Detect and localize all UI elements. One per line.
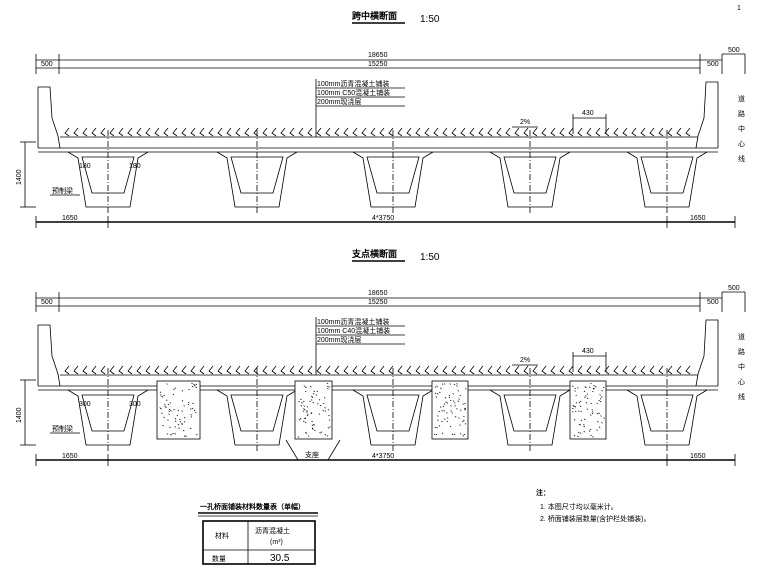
dim-total: 18650 bbox=[368, 290, 388, 297]
dim-right-railing: 500 bbox=[707, 61, 719, 68]
table-row-value: 30.5 bbox=[270, 553, 290, 564]
gap-dim: 430 bbox=[582, 110, 594, 117]
section-scale: 1:50 bbox=[420, 252, 440, 263]
left-railing bbox=[37, 86, 61, 149]
layer-label-2: 100mm C50混凝土铺装 bbox=[317, 88, 390, 97]
left-railing bbox=[37, 324, 61, 387]
notes-heading: 注： bbox=[536, 488, 550, 497]
right-railing bbox=[695, 81, 719, 149]
table-header-material: 材料 bbox=[215, 531, 229, 540]
bearing-label: 支座 bbox=[305, 450, 319, 459]
dim-left-overhang: 1650 bbox=[62, 453, 78, 460]
diaphragm-infill bbox=[569, 380, 607, 440]
dim-girders: 4*3750 bbox=[372, 215, 394, 222]
girder-void bbox=[366, 156, 420, 194]
girder-void bbox=[230, 394, 284, 432]
diaphragm-infill bbox=[431, 380, 469, 440]
pavement-hatch bbox=[64, 127, 691, 137]
girder-void bbox=[640, 394, 694, 432]
girder-void bbox=[503, 394, 557, 432]
right-railing bbox=[695, 319, 719, 387]
dim-girders: 4*3750 bbox=[372, 453, 394, 460]
pavement-hatch bbox=[64, 365, 691, 375]
table-title: 一孔桥面铺装材料数量表（单幅） bbox=[200, 502, 305, 511]
section-title: 支点横断面 bbox=[351, 248, 397, 259]
table-header-asphalt: 沥青混凝土 bbox=[255, 526, 290, 535]
dim-deck: 15250 bbox=[368, 299, 388, 306]
web-dim-right: 300 bbox=[129, 401, 141, 408]
side-label: 道路中心线 bbox=[738, 94, 746, 170]
dim-right-outer: 500 bbox=[728, 47, 740, 54]
section-title: 跨中横断面 bbox=[352, 10, 397, 21]
midspan-cross-section: 跨中横断面 1:50 18650 15250 500 500 500 100mm沥青混凝土铺装… bbox=[16, 10, 746, 228]
layer-label-2: 100mm C40混凝土铺装 bbox=[317, 326, 390, 335]
dim-total: 18650 bbox=[368, 52, 388, 59]
slope-label: 2% bbox=[520, 357, 530, 364]
layer-label-1: 100mm沥青混凝土铺装 bbox=[317, 79, 389, 88]
note-1: 1. 本图尺寸均以毫米计。 bbox=[540, 502, 618, 511]
dim-left-railing: 500 bbox=[41, 61, 53, 68]
layer-label-1: 100mm沥青混凝土铺装 bbox=[317, 317, 389, 326]
page-number: 1 bbox=[737, 5, 741, 12]
diaphragm-infill bbox=[294, 380, 333, 440]
web-dim-left: 180 bbox=[79, 163, 91, 170]
dim-left-overhang: 1650 bbox=[62, 215, 78, 222]
girder-label: 预制梁 bbox=[52, 186, 73, 195]
infill-texture bbox=[297, 382, 331, 438]
table-row-label: 数量 bbox=[212, 554, 226, 563]
web-dim-left: 300 bbox=[79, 401, 91, 408]
web-dim-right: 180 bbox=[129, 163, 141, 170]
girder-void bbox=[503, 156, 557, 194]
girder-label: 预制梁 bbox=[52, 424, 73, 433]
layer-label-3: 200mm现浇层 bbox=[317, 97, 361, 106]
material-quantity-table: 一孔桥面铺装材料数量表（单幅） 材料 沥青混凝土 (m³) 数量 30.5 bbox=[198, 502, 318, 565]
layer-label-3: 200mm现浇层 bbox=[317, 335, 361, 344]
infill-texture bbox=[572, 382, 605, 438]
infill-texture bbox=[433, 383, 467, 437]
infill-texture bbox=[159, 382, 198, 437]
dim-right-outer: 500 bbox=[728, 285, 740, 292]
table-header-unit: (m³) bbox=[270, 539, 283, 546]
dim-right-overhang: 1650 bbox=[690, 215, 706, 222]
dim-right-railing: 500 bbox=[707, 299, 719, 306]
support-cross-section: 支点横断面 1:50 18650 15250 500 500 500 支座 100mm沥青混凝土… bbox=[16, 248, 746, 466]
section-scale: 1:50 bbox=[420, 14, 440, 25]
note-2: 2. 桥面铺装层数量(含护栏处铺装)。 bbox=[540, 514, 650, 523]
side-label: 道路中心线 bbox=[738, 332, 746, 408]
height-dim: 1400 bbox=[16, 407, 23, 423]
height-dim: 1400 bbox=[16, 169, 23, 185]
girder-void bbox=[230, 156, 284, 194]
girder-void bbox=[81, 394, 135, 432]
girder-void bbox=[366, 394, 420, 432]
girder-void bbox=[640, 156, 694, 194]
dim-right-overhang: 1650 bbox=[690, 453, 706, 460]
diaphragm-infill bbox=[156, 380, 201, 440]
gap-dim: 430 bbox=[582, 348, 594, 355]
girder-void bbox=[81, 156, 135, 194]
dim-left-railing: 500 bbox=[41, 299, 53, 306]
notes: 注： 1. 本图尺寸均以毫米计。 2. 桥面铺装层数量(含护栏处铺装)。 bbox=[536, 488, 650, 523]
dim-deck: 15250 bbox=[368, 61, 388, 68]
slope-label: 2% bbox=[520, 119, 530, 126]
